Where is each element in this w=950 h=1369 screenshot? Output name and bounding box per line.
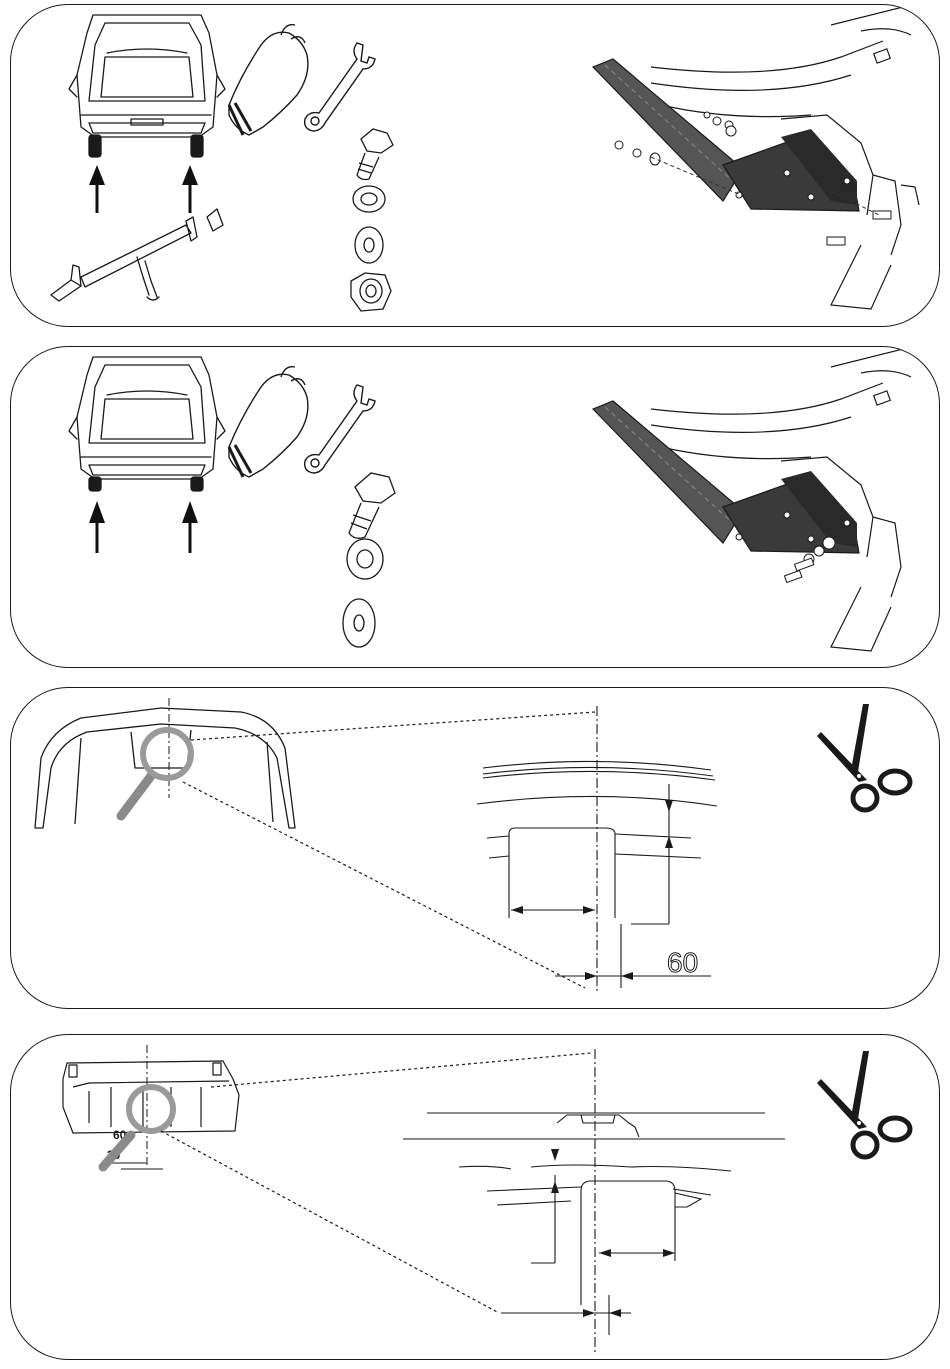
bumper-beam-outline: [63, 1061, 239, 1133]
step-1-drawing: [11, 5, 940, 327]
scissors-icon: [817, 704, 910, 810]
scissors-icon: [817, 1051, 910, 1157]
spring-washer-icon: [353, 186, 385, 212]
car-rear-icon: [69, 15, 225, 137]
bracket-mounting-view: [593, 347, 911, 651]
bolt-icon: [349, 473, 395, 538]
step-panel-2: [10, 346, 940, 668]
nut-icon: [351, 273, 391, 311]
cut-detail-view: [403, 1049, 785, 1355]
bracket-mounting-view: [593, 5, 919, 309]
spring-washer-icon: [347, 539, 383, 579]
arrow-up-icon: [89, 165, 198, 213]
step-2-drawing: [11, 347, 940, 668]
arrow-up-icon: [89, 501, 198, 553]
flat-washer-icon: [343, 599, 375, 647]
flat-washer-icon: [355, 227, 383, 263]
wrench-icon: [305, 43, 375, 131]
wrench-icon: [305, 385, 375, 473]
step-panel-1: [10, 4, 940, 327]
dimension-label: 60: [667, 947, 698, 978]
towbar-assembly: [51, 209, 223, 301]
bumper-outline: [35, 708, 295, 828]
step-3-drawing: 60: [11, 688, 940, 1009]
magnifier-icon: [103, 1087, 173, 1167]
magnifier-icon: [121, 730, 191, 816]
glove-icon: [229, 25, 308, 135]
step-panel-3: 60: [10, 687, 940, 1009]
step-panel-4: 60 30: [10, 1034, 940, 1360]
glove-icon: [229, 367, 308, 477]
bolt-icon: [357, 129, 393, 180]
step-4-drawing: 60 30: [11, 1035, 940, 1360]
car-rear-icon: [69, 357, 225, 479]
